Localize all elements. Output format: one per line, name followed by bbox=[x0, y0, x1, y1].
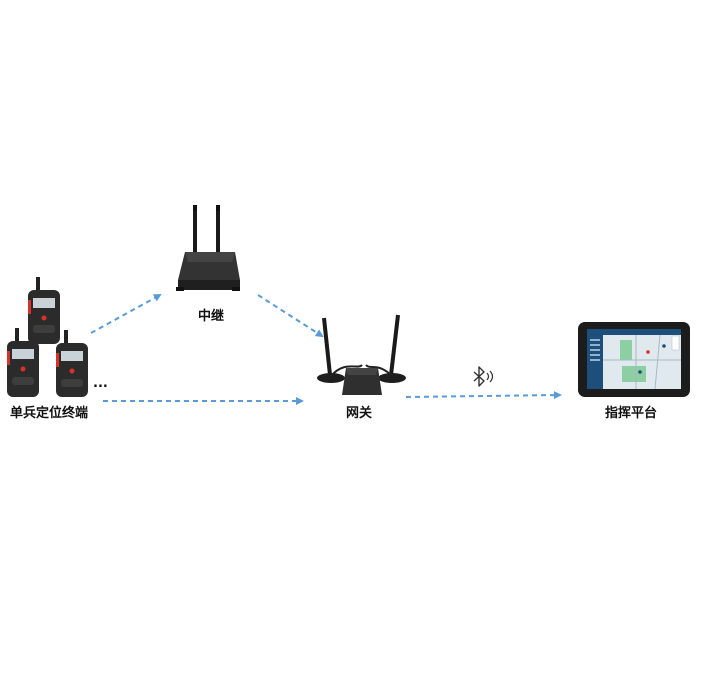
relay-label: 中继 bbox=[198, 309, 225, 324]
command-tablet bbox=[578, 322, 690, 397]
bluetooth-icon bbox=[473, 366, 494, 387]
platform-label: 指挥平台 bbox=[605, 406, 658, 421]
ellipsis-label: ... bbox=[93, 376, 108, 391]
terminal-device-right bbox=[56, 330, 88, 397]
terminal-device-left bbox=[7, 328, 39, 397]
gateway-device bbox=[317, 314, 406, 395]
terminal-device-top bbox=[28, 277, 60, 344]
terminals-label: 单兵定位终端 bbox=[10, 406, 89, 421]
relay-device bbox=[176, 205, 240, 291]
arrow-relay-to-gateway bbox=[257, 294, 324, 338]
arrow-terminal-to-relay bbox=[90, 294, 162, 334]
gateway-label: 网关 bbox=[346, 406, 373, 421]
arrow-gateway-to-platform bbox=[405, 391, 562, 400]
